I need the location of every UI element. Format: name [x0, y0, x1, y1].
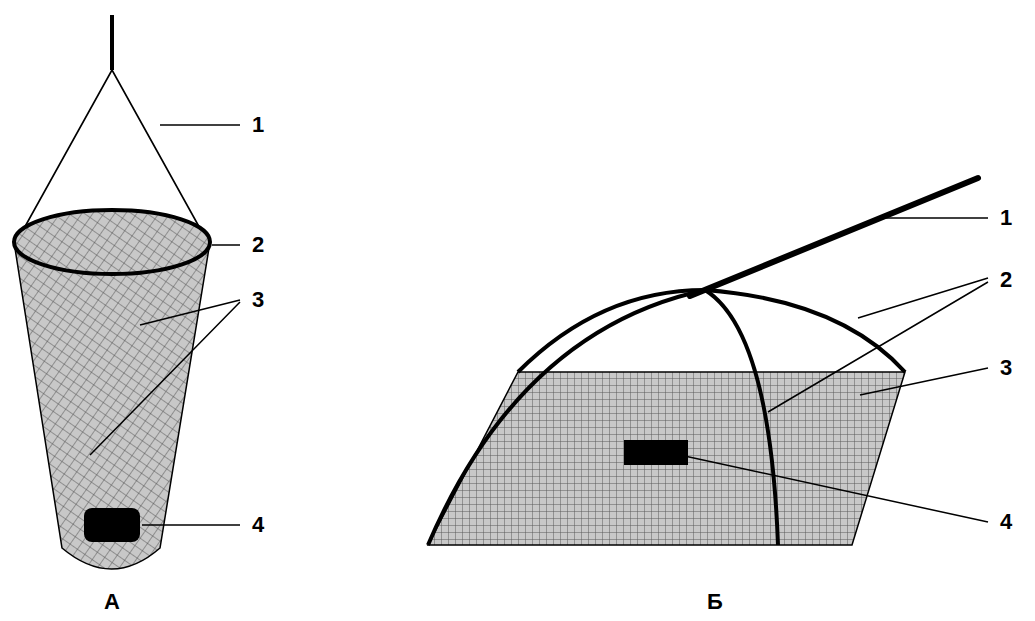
callout-number: 1 — [1000, 207, 1012, 229]
figure-letter: А — [104, 591, 120, 613]
arch — [428, 290, 705, 545]
net-cone — [14, 242, 210, 569]
arch — [705, 290, 905, 372]
bait — [84, 508, 140, 542]
leader-line — [885, 217, 988, 219]
callout-number: 1 — [252, 114, 264, 136]
ring — [14, 210, 210, 274]
callout-number: 4 — [1000, 511, 1012, 533]
leader-line — [860, 368, 988, 395]
arch — [705, 290, 778, 545]
callout-number: 2 — [1000, 269, 1012, 291]
pole — [690, 178, 978, 296]
leader-line — [142, 524, 240, 526]
callout-number: 2 — [252, 234, 264, 256]
leader-line — [160, 124, 240, 126]
figure-letter: Б — [707, 591, 723, 613]
leader-line — [768, 278, 988, 412]
leader-line — [680, 455, 988, 522]
handle — [110, 15, 114, 70]
callout-number: 3 — [252, 289, 264, 311]
net-square — [428, 372, 905, 545]
bait — [624, 440, 688, 465]
callout-number: 4 — [252, 514, 264, 536]
bridle — [22, 70, 202, 232]
arch — [518, 290, 705, 372]
leader-line — [212, 244, 240, 246]
leader-line — [90, 300, 240, 455]
callout-number: 3 — [1000, 357, 1012, 379]
